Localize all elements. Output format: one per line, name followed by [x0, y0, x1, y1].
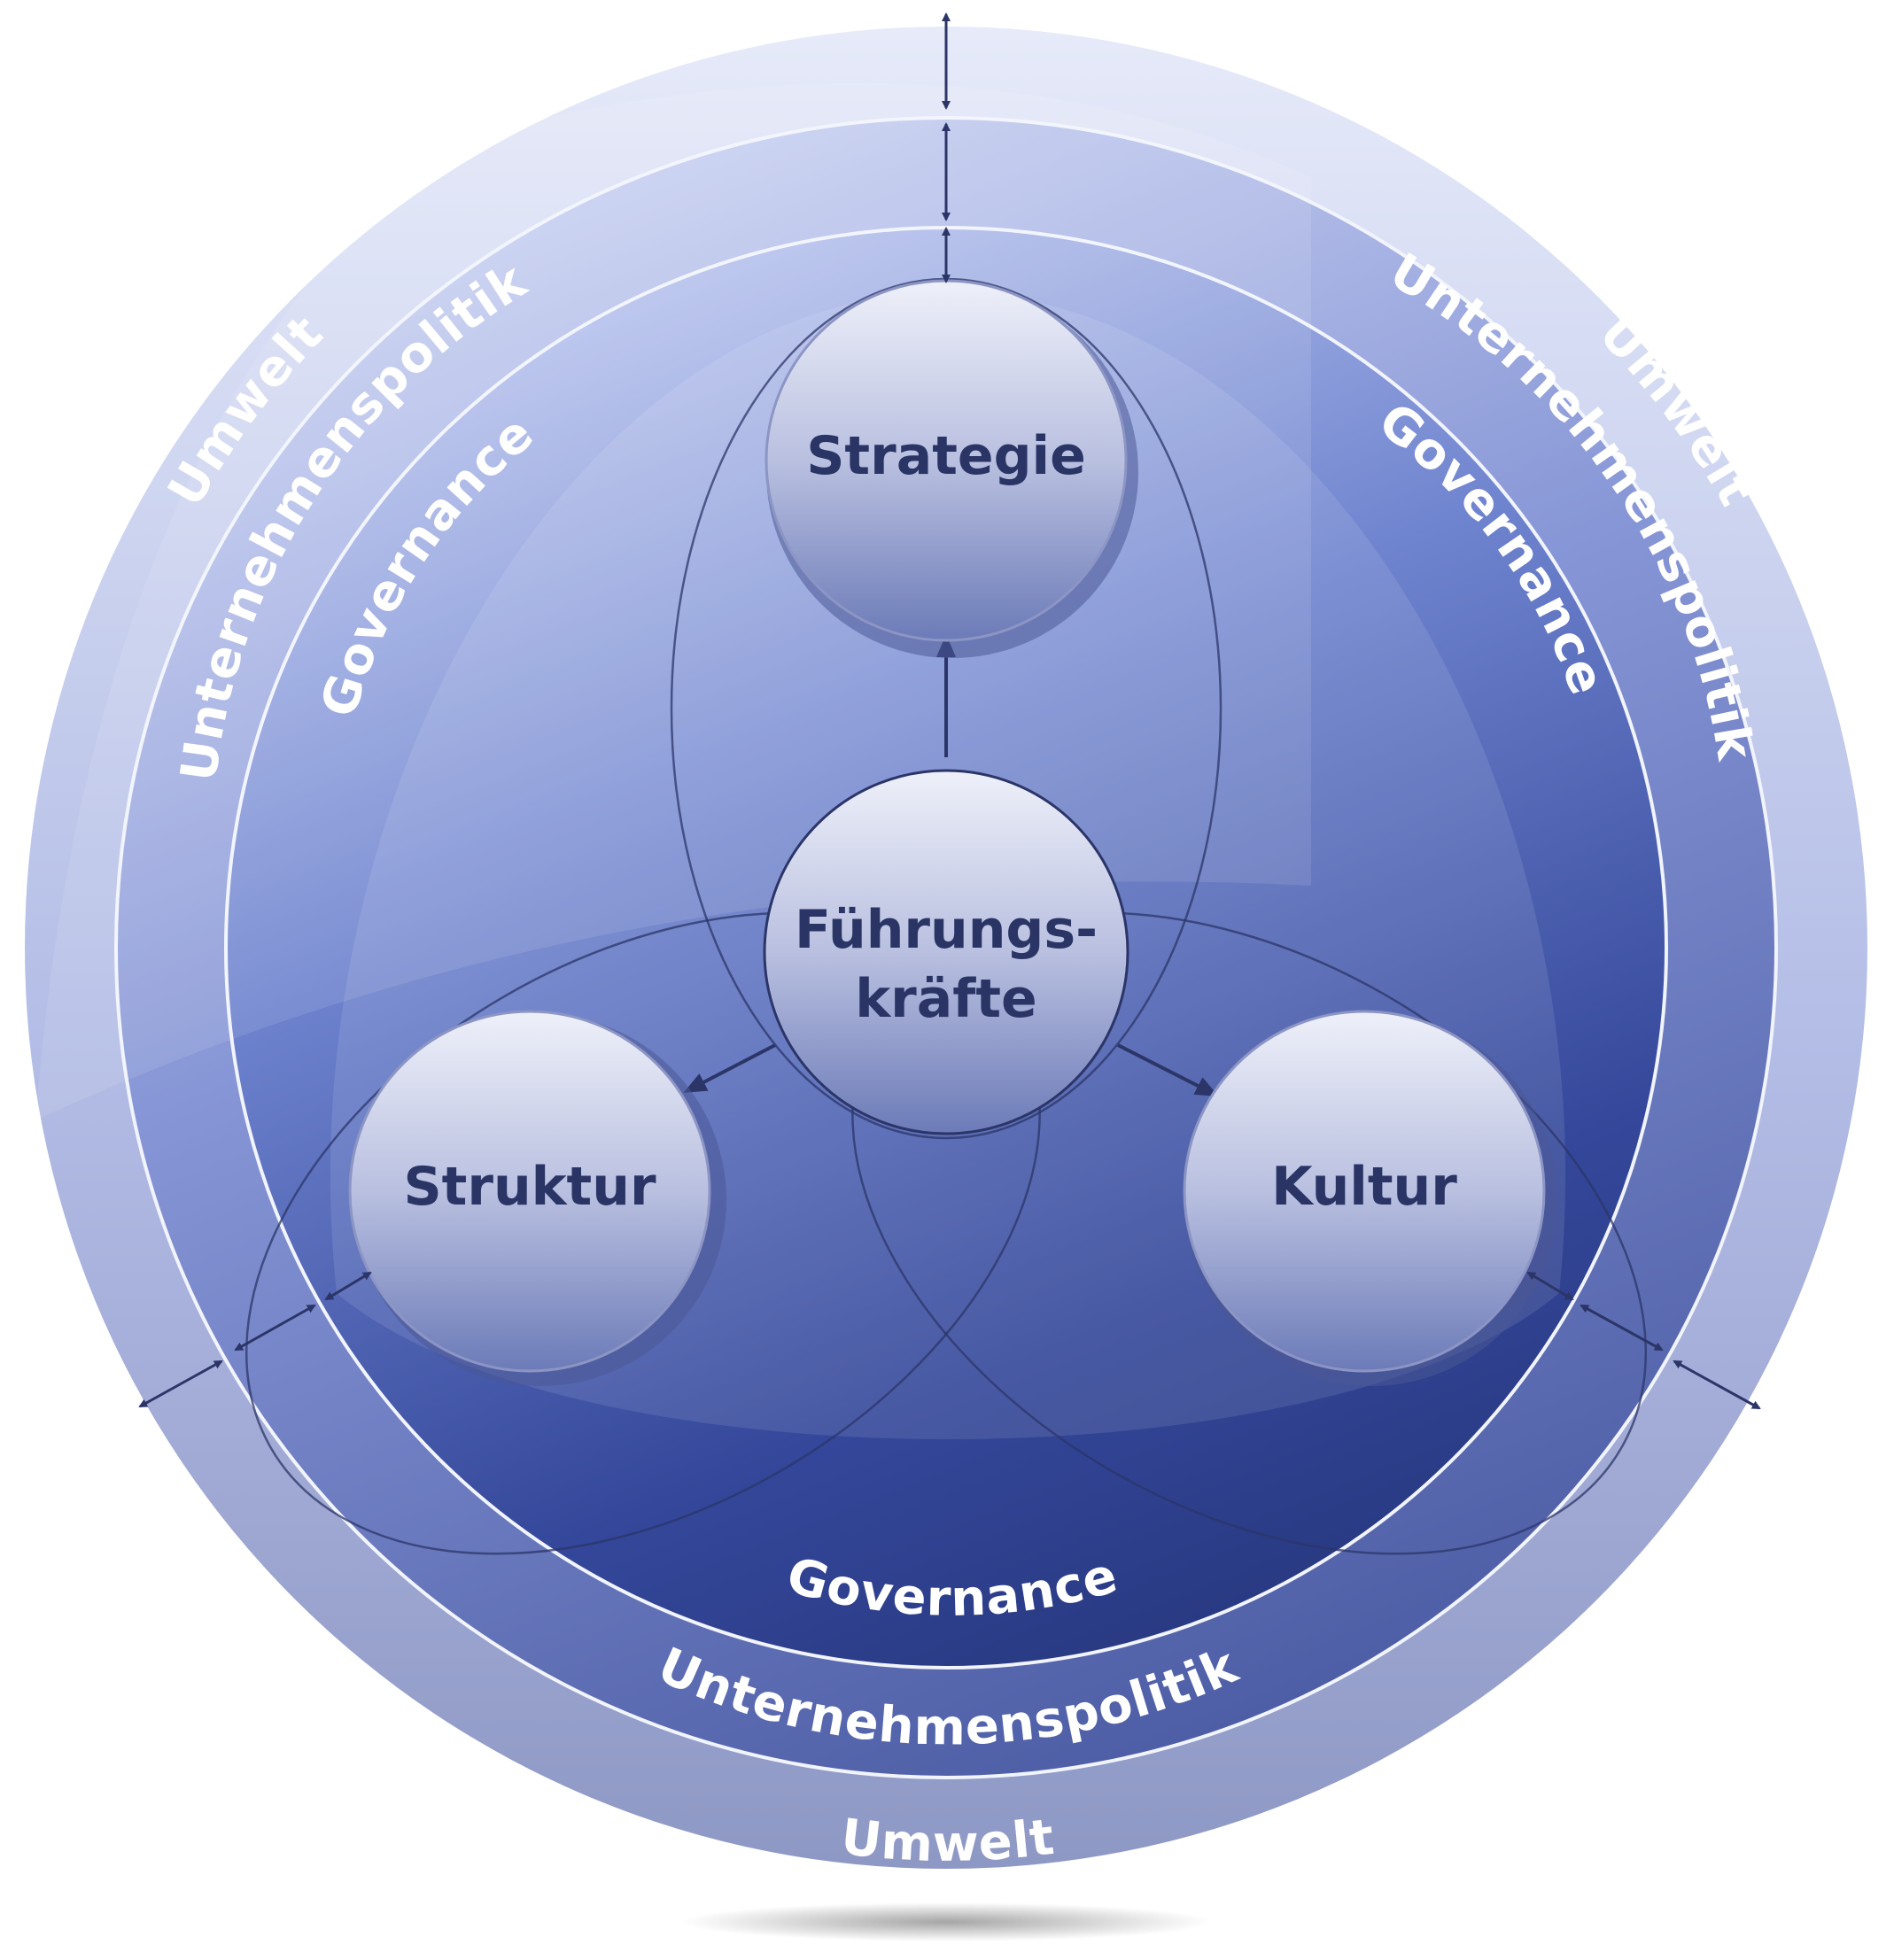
label-umwelt-bottom: Umwelt — [838, 1809, 1058, 1873]
sphere-strategie: Strategie — [765, 279, 1128, 642]
sphere-center-line1: Führungs- — [795, 899, 1098, 961]
sphere-center-line2: kräfte — [855, 968, 1036, 1030]
arrows-bottom-right — [1526, 1271, 1761, 1410]
sphere-kultur-label: Kultur — [1271, 1156, 1457, 1218]
double-headed-arrow-icon — [1526, 1271, 1574, 1301]
sphere-struktur-label: Struktur — [403, 1156, 656, 1218]
sphere-struktur: Struktur — [348, 1010, 711, 1373]
double-headed-arrow-icon — [234, 1304, 316, 1352]
sphere-strategie-label: Strategie — [806, 425, 1086, 487]
arrow-to-struktur — [683, 1043, 776, 1093]
sphere-kultur: Kultur — [1183, 1010, 1546, 1373]
double-headed-arrow-icon — [1580, 1304, 1664, 1352]
arrows-bottom-left — [138, 1271, 372, 1408]
double-headed-arrow-icon — [1673, 1360, 1761, 1410]
double-headed-arrow-icon — [324, 1271, 372, 1301]
ground-shadow — [680, 1902, 1212, 1941]
arrow-to-kultur — [1117, 1043, 1219, 1096]
double-headed-arrow-icon — [138, 1360, 223, 1408]
sphere-fuehrungskraefte: Führungs- kräfte — [763, 769, 1129, 1135]
